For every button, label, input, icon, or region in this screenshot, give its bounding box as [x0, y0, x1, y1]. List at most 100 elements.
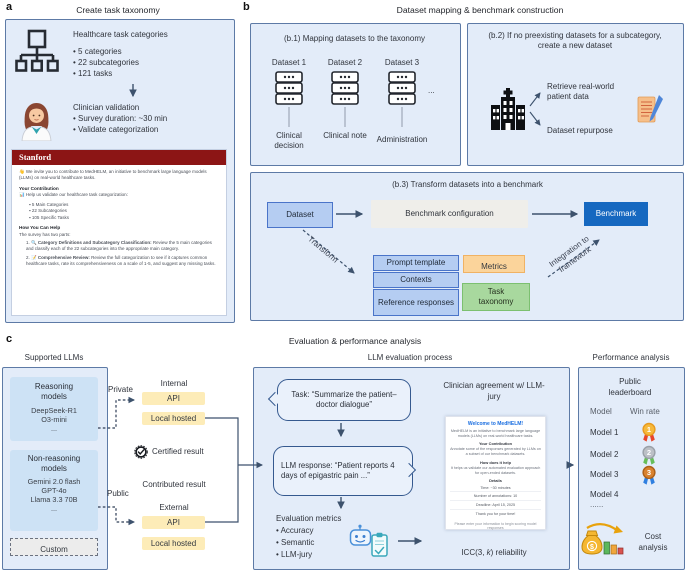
survey-help-lead: The survey has two parts: — [19, 231, 71, 237]
line-external-api — [205, 465, 239, 523]
internal-local-hosted-box: Local hosted — [142, 412, 205, 425]
b1-dataset1-category: Clinical decision — [274, 131, 304, 150]
b3-title: (b.3) Transform datasets into a benchmar… — [392, 180, 543, 189]
b1-dataset1-name: Dataset 1 — [271, 58, 307, 67]
form-s2-text: It helps us validate our automated evalu… — [450, 465, 541, 475]
b2-option-repurpose: Dataset repurpose — [547, 126, 613, 135]
form-thanks: Thank you for your time! — [475, 511, 516, 516]
cost-money-bag-icon: $ — [580, 520, 625, 562]
survey-bullet-2: ▪ 22 Subcategories — [29, 208, 67, 214]
survey-bullet-1: ▪ 5 Main Categories — [29, 201, 69, 207]
survey-contribution-lead: 📊 Help us validate our healthcare task c… — [19, 192, 128, 198]
categories-bullet-1: • 5 categories — [73, 47, 122, 56]
b3-metrics-box: Metrics — [463, 255, 525, 273]
bronze-medal-icon: 3 — [641, 465, 657, 491]
form-s1-text: Annotate some of the responses generated… — [450, 447, 541, 457]
form-detail-time: Time: ~30 minutes — [450, 486, 541, 493]
internal-api-box: API — [142, 392, 205, 405]
model-o3mini: O3-mini — [41, 415, 67, 424]
leaderboard-row-2: Model 2 — [590, 450, 619, 459]
private-label: Private — [108, 385, 133, 394]
cost-analysis-label: Cost analysis — [638, 532, 668, 552]
leaderboard-row-1: Model 1 — [590, 428, 619, 437]
b1-dataset2-name: Dataset 2 — [327, 58, 363, 67]
model-deepseek: DeepSeek-R1 — [31, 406, 77, 415]
form-s1-title: Your Contribution — [479, 441, 512, 447]
svg-text:1: 1 — [647, 425, 651, 434]
leaderboard-title: Public leaderboard — [608, 377, 652, 397]
document-pen-icon — [637, 94, 663, 131]
metric-llm-jury: • LLM-jury — [276, 550, 313, 559]
robot-jury-icon — [349, 524, 389, 566]
database-icon-1 — [275, 71, 303, 111]
panel-a-title: Create task taxonomy — [76, 5, 160, 15]
certified-result-label: Certified result — [152, 447, 204, 456]
panel-b-label: b — [243, 1, 250, 13]
categories-title: Healthcare task categories — [73, 30, 168, 39]
external-label: External — [159, 503, 189, 512]
form-details-title: Details — [489, 478, 502, 484]
evaluation-metrics-title: Evaluation metrics — [276, 514, 342, 523]
non-reasoning-ellipsis: ... — [50, 504, 58, 513]
panel-c-label: c — [6, 333, 13, 345]
svg-text:2: 2 — [647, 448, 651, 457]
supported-llms-title: Supported LLMs — [24, 353, 84, 362]
public-label: Public — [107, 489, 129, 498]
model-gemini: Gemini 2.0 flash — [27, 477, 81, 486]
survey-body: 👋 We invite you to contribute to MedHELM… — [12, 165, 226, 271]
b1-title: (b.1) Mapping datasets to the taxonomy — [284, 34, 425, 43]
reasoning-ellipsis: ... — [50, 424, 58, 433]
leaderboard-col-winrate: Win rate — [630, 407, 660, 416]
leaderboard-row-4: Model 4 — [590, 490, 619, 499]
metric-accuracy: • Accuracy — [276, 526, 314, 535]
custom-models-box: Custom — [10, 538, 98, 556]
b1-dataset2-category: Clinical note — [323, 131, 367, 140]
hospital-icon — [490, 88, 526, 135]
form-s2-title: How does it help — [480, 459, 511, 465]
stanford-wordmark: Stanford — [12, 150, 226, 165]
external-local-hosted-box: Local hosted — [142, 537, 205, 550]
leaderboard-row-3: Model 3 — [590, 470, 619, 479]
categories-bullet-2: • 22 subcategories — [73, 58, 139, 67]
panel-a-label: a — [6, 1, 13, 13]
survey-intro: 👋 We invite you to contribute to MedHELM… — [19, 169, 207, 181]
leaderboard-more: ...... — [590, 500, 604, 509]
reasoning-models-box: Reasoning models DeepSeek-R1 O3-mini ... — [10, 377, 98, 441]
panel-c-title: Evaluation & performance analysis — [288, 336, 422, 346]
survey-item-1: 1. 🔍 Category Definitions and Subcategor… — [26, 239, 212, 252]
process-title: LLM evaluation process — [367, 353, 453, 362]
validation-title: Clinician validation — [73, 103, 140, 112]
survey-help-title: How You Can Help — [19, 224, 61, 230]
survey-item-2: 2. 📝 Comprehensive Review: Review the fu… — [26, 254, 216, 267]
b1-ellipsis: ... — [428, 86, 435, 95]
performance-title: Performance analysis — [592, 353, 670, 362]
form-footer: Please enter your information to begin s… — [454, 521, 537, 530]
form-detail-deadline: Deadline: April 15, 2025 — [450, 503, 541, 510]
clinician-agreement-title: Clinician agreement w/ LLM-jury — [443, 381, 545, 401]
task-bubble: Task: “Summarize the patient–doctor dial… — [277, 379, 411, 421]
external-api-box: API — [142, 516, 205, 529]
database-icon-2 — [331, 71, 359, 111]
b3-task-taxonomy-box: Task taxonomy — [462, 283, 530, 311]
validation-bullet-1: • Survey duration: ~30 min — [73, 114, 168, 123]
b3-benchmark-box: Benchmark — [584, 202, 648, 226]
b3-dataset-box: Dataset — [267, 202, 333, 228]
survey-contribution-title: Your Contribution — [19, 185, 59, 191]
certified-check-icon — [134, 445, 148, 464]
validation-bullet-2: • Validate categorization — [73, 125, 159, 134]
response-bubble: LLM response: “Patient reports 4 days of… — [273, 446, 413, 496]
b3-reference-responses-box: Reference responses — [373, 289, 459, 316]
internal-label: Internal — [160, 379, 188, 388]
line-internal-hosted — [205, 417, 239, 465]
taxonomy-hierarchy-icon — [15, 29, 59, 75]
gold-medal-icon: 1 — [641, 422, 657, 448]
b3-config-box: Benchmark configuration — [371, 200, 528, 228]
b3-contexts-box: Contexts — [373, 272, 459, 288]
form-title: Welcome to MedHELM! — [467, 421, 524, 427]
icc-reliability-label: ICC(3, k) reliability — [461, 548, 527, 557]
leaderboard-col-model: Model — [590, 407, 612, 416]
clinician-avatar — [19, 100, 54, 142]
svg-text:3: 3 — [647, 468, 651, 477]
categories-bullet-3: • 121 tasks — [73, 69, 113, 78]
